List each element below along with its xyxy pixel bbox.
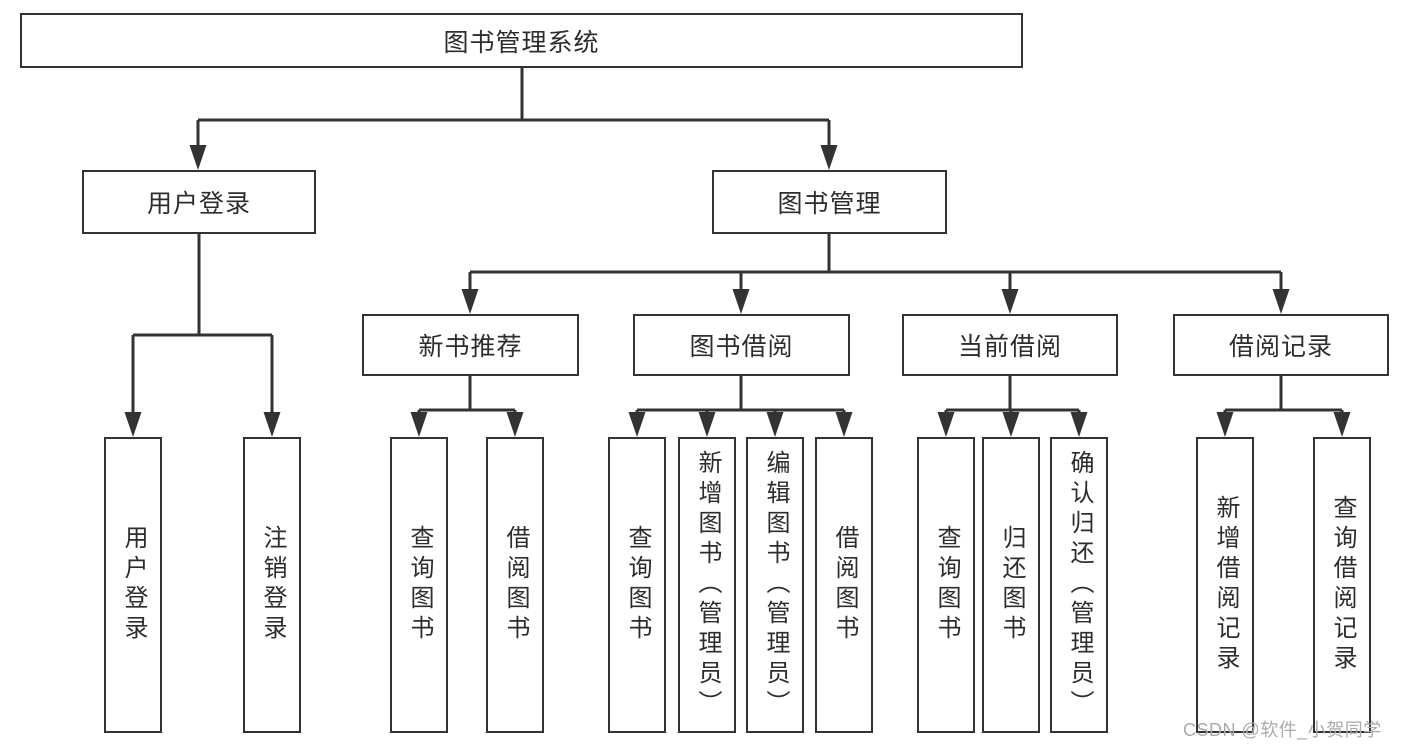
watermark: CSDN @软件_小贺同学 (1183, 720, 1382, 740)
leaf-edit-book-admin: 编辑图书（管理员） (746, 437, 804, 733)
leaf-add-book-admin: 新增图书（管理员） (678, 437, 736, 733)
arrowhead-icon (1070, 412, 1088, 437)
node-borrowing-records: 借阅记录 (1173, 314, 1389, 376)
node-label: 图书管理系统 (443, 28, 600, 57)
node-label: 新书推荐 (418, 333, 523, 361)
leaf-logout: 注销登录 (243, 437, 301, 733)
node-label: 借阅图书 (502, 525, 529, 645)
arrowhead-icon (410, 412, 428, 437)
leaf-add-borrow-record: 新增借阅记录 (1196, 437, 1254, 733)
arrowhead-icon (937, 412, 955, 437)
arrowheads (124, 145, 1351, 437)
connector-book-borrowing (635, 376, 846, 420)
node-label: 查询图书 (624, 525, 651, 645)
leaf-borrow-books-recommend: 借阅图书 (486, 437, 544, 733)
node-label: 新增图书（管理员） (694, 450, 721, 720)
node-label: 借阅记录 (1228, 333, 1333, 361)
leaf-query-books-current: 查询图书 (917, 437, 975, 733)
arrowhead-icon (1216, 412, 1234, 437)
node-library-management-system: 图书管理系统 (20, 13, 1023, 68)
node-label: 编辑图书（管理员） (762, 450, 789, 720)
node-label: 归还图书 (998, 525, 1025, 645)
leaf-query-books-borrowing: 查询图书 (608, 437, 666, 733)
arrowhead-icon (189, 145, 207, 170)
node-current-borrowing: 当前借阅 (902, 314, 1118, 376)
node-user-login: 用户登录 (82, 170, 316, 234)
node-label: 图书管理 (777, 190, 882, 218)
leaf-return-books: 归还图书 (982, 437, 1040, 733)
arrowhead-icon (506, 412, 524, 437)
arrowhead-icon (766, 412, 784, 437)
node-new-book-recommend: 新书推荐 (362, 314, 579, 376)
leaf-query-borrow-record: 查询借阅记录 (1313, 437, 1371, 733)
arrowhead-icon (1001, 289, 1019, 314)
arrowhead-icon (263, 412, 281, 437)
node-label: 借阅图书 (831, 525, 858, 645)
leaf-borrow-books-borrowing: 借阅图书 (815, 437, 873, 733)
arrowhead-icon (732, 289, 750, 314)
node-book-management: 图书管理 (712, 170, 947, 234)
node-book-borrowing: 图书借阅 (633, 314, 850, 376)
arrowhead-icon (461, 289, 479, 314)
arrowhead-icon (698, 412, 716, 437)
arrowhead-icon (628, 412, 646, 437)
connector-book-management (468, 234, 1283, 296)
arrowhead-icon (124, 412, 142, 437)
node-label: 图书借阅 (689, 333, 794, 361)
leaf-query-books-recommend: 查询图书 (390, 437, 448, 733)
node-label: 用户登录 (146, 190, 251, 218)
arrowhead-icon (1272, 289, 1290, 314)
connector-borrowing-records (1223, 376, 1344, 420)
leaf-user-login: 用户登录 (104, 437, 162, 733)
arrowhead-icon (820, 145, 838, 170)
connector-user-login (131, 234, 274, 418)
node-label: 查询图书 (933, 525, 960, 645)
node-label: 注销登录 (259, 525, 286, 645)
leaf-confirm-return-admin: 确认归还（管理员） (1050, 437, 1108, 733)
node-label: 当前借阅 (957, 333, 1062, 361)
node-label: 查询图书 (406, 525, 433, 645)
connector-new-book-recommend (417, 376, 517, 420)
arrowhead-icon (1002, 412, 1020, 437)
arrowhead-icon (1333, 412, 1351, 437)
connector-root (196, 68, 831, 152)
arrowhead-icon (835, 412, 853, 437)
node-label: 用户登录 (120, 525, 147, 645)
node-label: 确认归还（管理员） (1066, 450, 1093, 720)
node-label: 查询借阅记录 (1329, 495, 1356, 675)
node-label: 新增借阅记录 (1212, 495, 1239, 675)
